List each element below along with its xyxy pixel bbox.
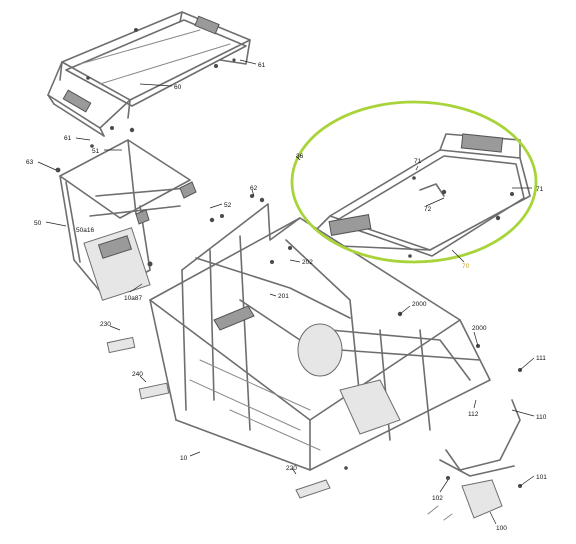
callout-72: 72: [424, 206, 432, 213]
rear-rack-assembly: [315, 133, 531, 258]
callout-61-left: 61: [64, 135, 72, 142]
callout-70: 70: [462, 263, 470, 270]
part-110-bumper: [445, 399, 521, 471]
callout-100: 100: [496, 525, 507, 532]
loose-parts: [106, 311, 522, 521]
part-240-plate: [138, 382, 170, 400]
callout-60: 60: [174, 84, 182, 91]
leader-lines: [37, 59, 535, 525]
callout-71-right: 71: [536, 186, 544, 193]
callout-36: 36: [296, 153, 304, 160]
callout-110: 110: [536, 414, 547, 421]
callout-220: 220: [286, 465, 297, 472]
main-chassis-frame: [149, 197, 491, 471]
callout-240: 240: [132, 371, 143, 378]
callout-61-top: 61: [258, 62, 266, 69]
part-230-plate: [106, 336, 136, 354]
callout-111: 111: [536, 355, 546, 362]
callout-112: 112: [468, 411, 479, 418]
callout-71-top: 71: [414, 158, 422, 165]
part-100-bracket: [461, 479, 503, 519]
callout-63: 63: [26, 159, 34, 166]
callout-51: 51: [92, 148, 100, 155]
front-cage-section: [55, 139, 254, 301]
callout-52: 52: [224, 202, 232, 209]
callout-50: 50: [34, 220, 42, 227]
callout-230: 230: [100, 321, 111, 328]
callout-2000-left: 2000: [412, 301, 427, 308]
highlight-outline: [290, 100, 538, 264]
callout-10a87: 10a87: [124, 295, 142, 302]
callout-102: 102: [432, 495, 443, 502]
callout-labels: 61 60 61 51 63 50 50a16 10a87 52 62 36 2…: [26, 62, 547, 532]
callout-202: 202: [302, 259, 313, 266]
callout-2000-right: 2000: [472, 325, 487, 332]
part-220-bracket: [295, 479, 331, 499]
callout-101: 101: [536, 474, 547, 481]
callout-62: 62: [250, 185, 258, 192]
top-roof-carrier: [47, 11, 251, 137]
callout-201: 201: [278, 293, 289, 300]
callout-10: 10: [180, 455, 188, 462]
callout-50a16: 50a16: [76, 227, 94, 234]
